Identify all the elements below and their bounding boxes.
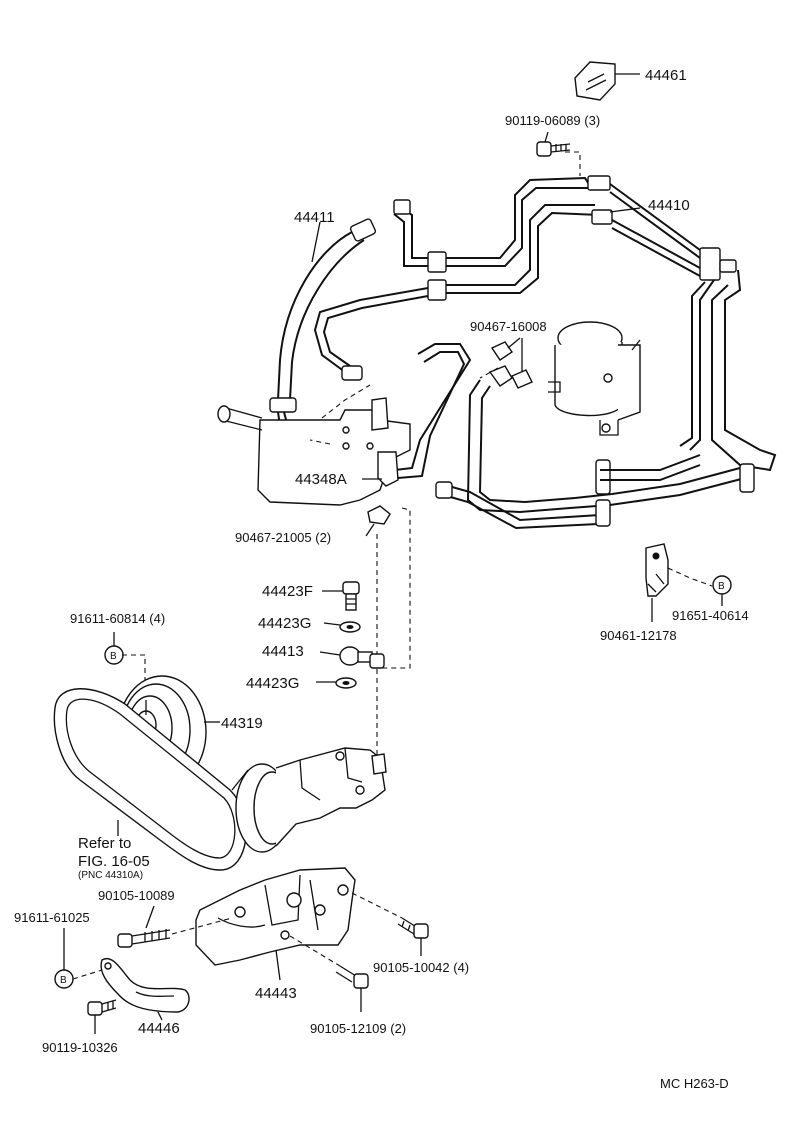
label-44413: 44413	[262, 643, 304, 660]
part-44461-cushion	[574, 61, 640, 101]
label-91611-60814: 91611-60814 (4)	[70, 611, 165, 626]
bolt-90105-10042	[351, 892, 429, 956]
label-44423G-top: 44423G	[258, 615, 311, 632]
bolt-90119-10326	[87, 999, 117, 1034]
pump-housing-top	[217, 384, 411, 506]
label-90467-16008: 90467-16008	[470, 319, 547, 334]
label-90461-12178: 90461-12178	[600, 628, 677, 643]
adjusting-plate-44446	[100, 957, 190, 1021]
clip-90467-16008	[490, 337, 533, 389]
label-44410: 44410	[648, 197, 690, 214]
label-44411: 44411	[294, 209, 335, 226]
bolt-90105-10089	[117, 905, 233, 948]
bracket-44443	[195, 867, 356, 981]
b-marker-bottom-left: B	[54, 928, 103, 989]
v-belt	[53, 688, 247, 871]
svg-text:B: B	[110, 651, 117, 662]
union-bolt-44423F	[322, 581, 360, 611]
label-90119-06089: 90119-06089 (3)	[505, 113, 600, 128]
bracket-90461-12178	[645, 543, 713, 622]
reservoir-tank	[548, 321, 641, 436]
tube-44410	[313, 175, 777, 472]
b-marker-top-left: B	[104, 632, 124, 665]
label-44423F: 44423F	[262, 583, 313, 600]
clip-90467-21005	[365, 505, 391, 537]
label-90467-21005: 90467-21005 (2)	[235, 530, 331, 545]
pump-body	[231, 747, 387, 853]
label-91611-61025: 91611-61025	[14, 910, 90, 925]
ref-line-3: (PNC 44310A)	[78, 870, 143, 881]
washer-44423G-bottom	[316, 677, 357, 689]
label-90105-10042: 90105-10042 (4)	[373, 960, 469, 975]
label-44443: 44443	[255, 985, 297, 1002]
svg-text:B: B	[718, 581, 725, 592]
label-44461: 44461	[645, 67, 687, 84]
return-hoses	[394, 343, 755, 530]
label-44348A: 44348A	[295, 471, 347, 488]
union-44413	[319, 646, 385, 669]
label-90119-10326: 90119-10326	[42, 1040, 118, 1055]
label-91651-40614: 91651-40614	[672, 608, 749, 623]
label-90105-10089: 90105-10089	[98, 888, 175, 903]
label-44446: 44446	[138, 1020, 180, 1037]
washer-44423G-top	[323, 621, 361, 633]
svg-text:B: B	[60, 975, 67, 986]
dashed-line-91611-60814	[122, 654, 146, 700]
dashed-line-fitting	[380, 507, 411, 669]
ref-line-1: Refer to	[78, 835, 131, 852]
bolt-90105-12109	[289, 935, 369, 1012]
bolt-90119-06089	[536, 131, 581, 176]
label-44319: 44319	[221, 715, 263, 732]
label-44423G-bottom: 44423G	[246, 675, 299, 692]
diagram-code: MC H263-D	[660, 1076, 729, 1091]
b-marker-right: B	[712, 575, 732, 606]
label-90105-12109: 90105-12109 (2)	[310, 1021, 406, 1036]
ref-line-2: FIG. 16-05	[78, 853, 150, 870]
